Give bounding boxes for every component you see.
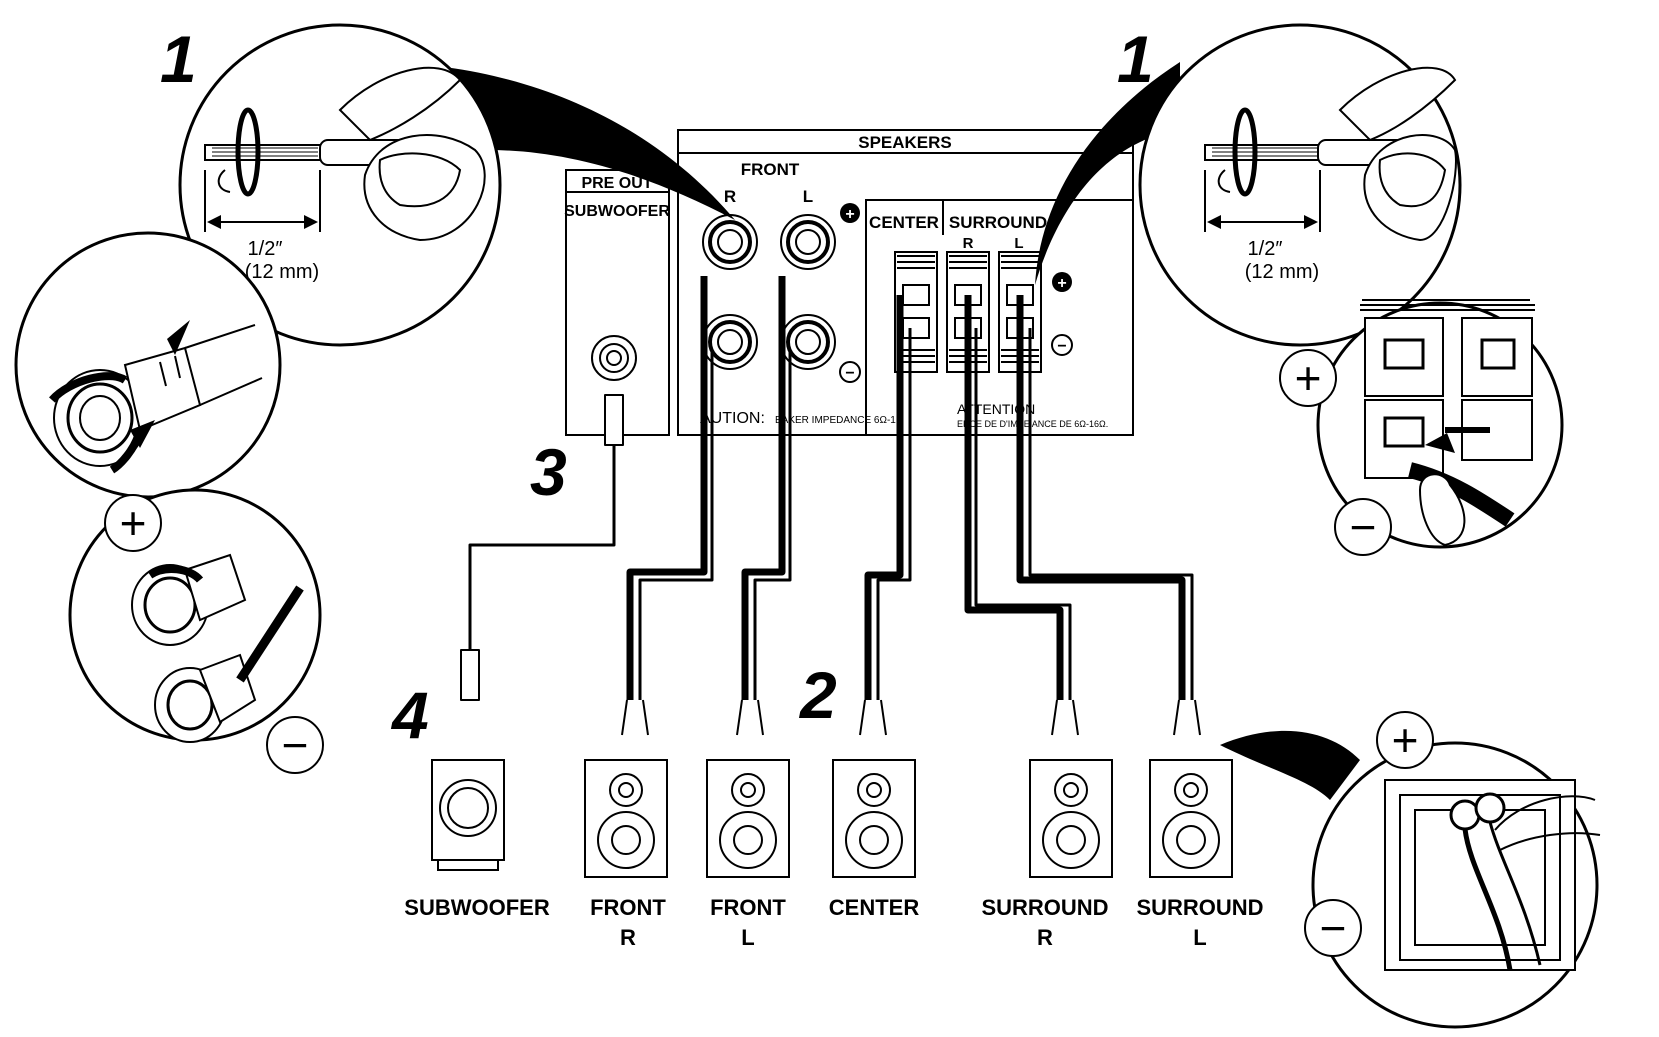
label-surround-r-line2: R	[1037, 925, 1053, 950]
preout-panel-frame	[565, 169, 670, 436]
speaker-front-l	[706, 759, 790, 878]
plus-mark-icon: +	[840, 203, 860, 223]
front-r-label: R	[724, 187, 736, 206]
label-surround-l-line1: SURROUND	[1136, 895, 1263, 920]
step-3-number: 3	[530, 435, 567, 509]
front-l-label: L	[803, 187, 813, 206]
svg-text:+: +	[1392, 714, 1419, 766]
svg-text:−: −	[282, 719, 309, 771]
front-l-plus-terminal	[780, 214, 836, 270]
label-center: CENTER	[829, 895, 920, 920]
svg-text:+: +	[1295, 352, 1322, 404]
label-front-l-line2: L	[741, 925, 754, 950]
svg-text:+: +	[120, 497, 147, 549]
svg-text:−: −	[845, 365, 854, 382]
speaker-center	[832, 759, 916, 878]
strip-length-inch-left: 1/2″	[248, 238, 283, 260]
speaker-surround-r	[1029, 759, 1113, 878]
binding-post-detail-lower: + −	[68, 488, 324, 774]
minus-callout-icon: −	[1304, 899, 1362, 957]
front-title: FRONT	[741, 160, 800, 179]
svg-text:+: +	[845, 206, 854, 223]
speakers-title: SPEAKERS	[858, 133, 952, 152]
subwoofer-jack-title: SUBWOOFER	[564, 203, 670, 220]
speaker-surround-l	[1149, 759, 1233, 878]
svg-text:−: −	[1320, 902, 1347, 954]
minus-callout-icon: −	[266, 716, 324, 774]
front-r-minus-terminal	[702, 314, 758, 370]
plus-callout-icon: +	[104, 494, 162, 552]
binding-post-detail-upper	[14, 231, 282, 499]
minus-mark-icon: −	[839, 361, 861, 383]
speaker-subwoofer	[431, 759, 505, 871]
svg-text:+: +	[1057, 275, 1066, 292]
surround-l-terminal-block	[998, 251, 1042, 373]
subwoofer-preout-jack	[591, 335, 637, 381]
strip-length-mm-left: (12 mm)	[245, 261, 319, 283]
spring-terminal-detail: + −	[1279, 299, 1564, 556]
label-surround-l-line2: L	[1193, 925, 1206, 950]
label-front-l-line1: FRONT	[710, 895, 786, 920]
label-front-r-line2: R	[620, 925, 636, 950]
surround-r-label: R	[963, 235, 974, 252]
step-4-number: 4	[390, 678, 429, 752]
speaker-cables	[460, 276, 1201, 736]
speaker-front-r	[584, 759, 668, 878]
speaker-labels: SUBWOOFER FRONT R FRONT L CENTER SURROUN…	[404, 895, 1263, 950]
minus-mark-icon: −	[1051, 334, 1073, 356]
wire-strip-detail-left: 1/2″ (12 mm)	[178, 23, 735, 347]
wire-strip-detail-right: 1/2″ (12 mm)	[1035, 23, 1462, 347]
minus-callout-icon: −	[1334, 498, 1392, 556]
plus-mark-icon: +	[1052, 272, 1072, 292]
caution-label: AUTION:	[700, 410, 765, 427]
speaker-terminal-detail: + −	[1220, 711, 1601, 1029]
receiver-rear-panel: SPEAKERS FRONT R L PRE OUT SUBWOOFER	[564, 129, 1134, 436]
step-2-number: 2	[798, 658, 837, 732]
label-subwoofer: SUBWOOFER	[404, 895, 550, 920]
label-front-r-line1: FRONT	[590, 895, 666, 920]
step-1-right-number: 1	[1117, 22, 1154, 96]
caution-detail: EAKER IMPEDANCE 6Ω-1	[775, 415, 896, 426]
surround-title: SURROUND	[949, 213, 1047, 232]
strip-length-mm-right: (12 mm)	[1245, 261, 1319, 283]
label-surround-r-line1: SURROUND	[981, 895, 1108, 920]
svg-text:−: −	[1057, 338, 1066, 355]
strip-length-inch-right: 1/2″	[1248, 238, 1283, 260]
plus-callout-icon: +	[1279, 349, 1337, 407]
front-l-minus-terminal	[780, 314, 836, 370]
plus-callout-icon: +	[1376, 711, 1434, 769]
front-r-plus-terminal	[702, 214, 758, 270]
surround-l-label: L	[1014, 235, 1023, 252]
attention-detail: ENCE DE D'IMPE ANCE DE 6Ω-16Ω.	[957, 419, 1108, 429]
center-title: CENTER	[869, 213, 939, 232]
step-1-left-number: 1	[160, 22, 197, 96]
preout-title: PRE OUT	[581, 175, 652, 192]
svg-text:−: −	[1350, 501, 1377, 553]
